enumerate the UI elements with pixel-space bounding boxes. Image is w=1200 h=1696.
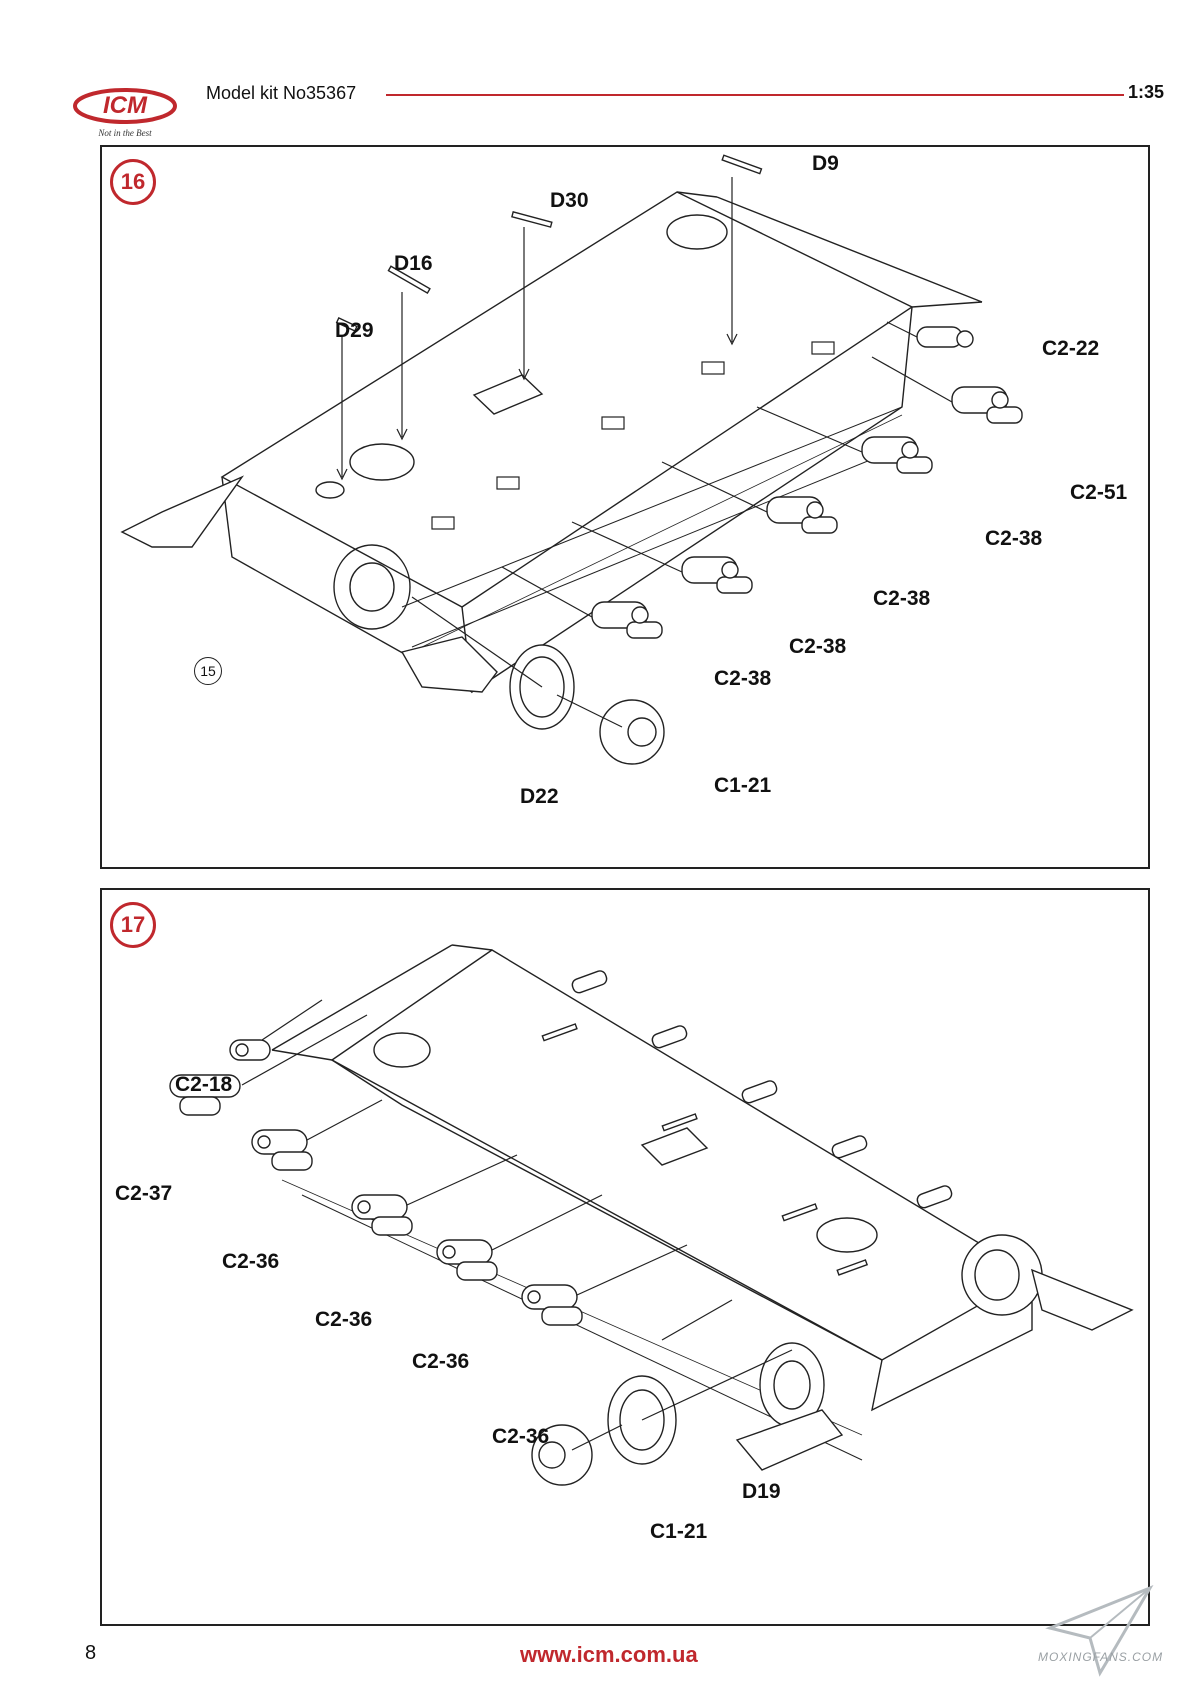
part-label-c1-21: C1-21 (714, 774, 772, 797)
part-label-d9: D9 (812, 152, 839, 175)
part-label-c2-38: C2-38 (873, 587, 931, 610)
header-rule (386, 94, 1124, 96)
part-label-c2-36: C2-36 (315, 1308, 373, 1331)
svg-text:ICM: ICM (103, 92, 148, 119)
website-link[interactable]: www.icm.com.ua (520, 1642, 698, 1667)
part-label-d30: D30 (550, 189, 589, 212)
part-label-d16: D16 (394, 252, 433, 275)
part-label-c2-38: C2-38 (789, 635, 847, 658)
part-label-c2-36: C2-36 (412, 1350, 470, 1373)
part-label-c2-38: C2-38 (714, 667, 772, 690)
step-number: 17 (110, 902, 156, 948)
part-label-c2-36: C2-36 (222, 1250, 280, 1273)
kit-title: Model kit No35367 (206, 83, 357, 103)
part-label-c2-51: C2-51 (1070, 481, 1128, 504)
part-label-d19: D19 (742, 1480, 781, 1503)
part-label-c1-21: C1-21 (650, 1520, 708, 1543)
watermark-text: MOXINGFANS.COM (1038, 1650, 1164, 1664)
step-16-panel: 16 (100, 145, 1150, 869)
page-number: 8 (85, 1642, 97, 1664)
paper-plane-watermark-icon (1045, 1584, 1154, 1677)
step-17-panel: 17 (100, 888, 1150, 1626)
part-label-c2-38: C2-38 (985, 527, 1043, 550)
part-label-d22: D22 (520, 785, 559, 808)
step-number: 16 (110, 159, 156, 205)
part-label-c2-37: C2-37 (115, 1182, 173, 1205)
part-label-c2-36: C2-36 (492, 1425, 550, 1448)
icm-logo: ICM Not in the Best (73, 88, 177, 138)
hull-right-side-diagram (120, 154, 1023, 765)
part-label-c2-18: C2-18 (175, 1073, 233, 1096)
part-label-d29: D29 (335, 319, 374, 342)
part-label-c2-22: C2-22 (1042, 337, 1100, 360)
svg-text:Not in the Best: Not in the Best (97, 128, 152, 138)
reference-step-15: 15 (194, 657, 222, 685)
hull-left-side-diagram (169, 944, 1134, 1486)
scale-label: 1:35 (1128, 82, 1165, 102)
